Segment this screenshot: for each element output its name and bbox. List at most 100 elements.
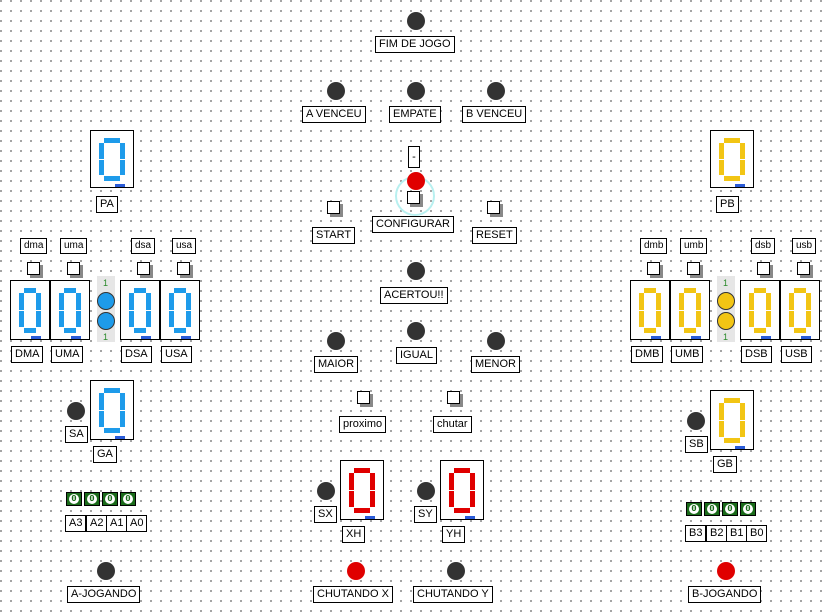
b-colon-top-value: 1 [723,278,729,288]
seg-d [684,328,696,333]
empate-lamp [407,82,425,100]
maior-label: MAIOR [314,356,359,373]
empate-label: EMPATE [389,106,441,123]
seg-f [59,293,64,310]
seg-d [24,328,36,333]
chutando-x-label: CHUTANDO X [313,586,393,603]
chutar-button[interactable] [447,391,463,407]
seg-a [754,288,766,293]
umb-input-tag: umb [680,238,708,254]
b3-bit[interactable]: 0 [686,502,702,516]
configurar-label: CONFIGURAR [372,216,454,233]
seg-f [129,293,134,310]
seg-b [370,473,375,490]
seg-d [644,328,656,333]
seg-a [454,468,470,473]
pa-display [90,130,134,188]
a2-bit-value: 0 [87,494,97,504]
a3-bit[interactable]: 0 [66,492,82,506]
seg-f [789,293,794,310]
sy-label: SY [414,506,437,523]
maior-lamp [327,332,345,350]
seg-f [19,293,24,310]
igual-lamp [407,322,425,340]
usb-button[interactable] [797,262,813,278]
ga-display [90,380,134,440]
seg-c [76,311,81,327]
reset-button[interactable] [487,201,503,217]
config-lamp [407,172,425,190]
seg-c [740,421,745,437]
dsb-button[interactable] [757,262,773,278]
configurar-button[interactable] [407,191,423,207]
seg-a [354,468,370,473]
seg-d [454,508,470,513]
display-pins [761,336,771,339]
b-venceu-lamp [487,82,505,100]
a1-label: A1 [106,515,128,532]
usa-label: USA [161,346,192,363]
chutando-x-lamp [347,562,365,580]
b3-label: B3 [685,525,707,542]
seg-d [174,328,186,333]
seg-e [719,160,724,175]
uma-button[interactable] [67,262,83,278]
b0-bit[interactable]: 0 [740,502,756,516]
b2-bit-value: 0 [707,504,717,514]
dsa-button[interactable] [137,262,153,278]
sx-lamp [317,482,335,500]
fim-de-jogo-lamp [407,12,425,30]
b-venceu-label: B VENCEU [462,106,527,123]
b-colon-bottom-dot [717,312,735,330]
a-bit-inputs[interactable]: 0 0 0 0 [66,492,136,506]
start-button[interactable] [327,201,343,217]
seg-b [120,393,125,410]
seg-b [146,293,151,310]
proximo-button[interactable] [357,391,373,407]
seg-a [794,288,806,293]
dma-display [10,280,50,340]
a0-bit[interactable]: 0 [120,492,136,506]
seg-d [724,176,740,181]
dmb-button[interactable] [647,262,663,278]
dma-label: DMA [11,346,44,363]
display-pins [691,336,701,339]
b-jogando-lamp [717,562,735,580]
seg-a [724,398,740,403]
dsa-input-tag: dsa [131,238,156,254]
uma-input-tag: uma [60,238,88,254]
seg-d [354,508,370,513]
umb-button[interactable] [687,262,703,278]
a-colon-top-dot [97,292,115,310]
a3-bit-value: 0 [69,494,79,504]
dmb-input-tag: dmb [640,238,668,254]
chutando-y-label: CHUTANDO Y [413,586,493,603]
b-jogando-label: B-JOGANDO [688,586,762,603]
umb-display [670,280,710,340]
a-colon-bottom-value: 1 [103,332,109,342]
usa-button[interactable] [177,262,193,278]
yh-label: YH [442,526,466,543]
b1-bit[interactable]: 0 [722,502,738,516]
display-pins [735,184,745,187]
seg-f [639,293,644,310]
pb-label: PB [716,196,739,213]
seg-d [724,438,740,443]
a2-bit[interactable]: 0 [84,492,100,506]
umb-label: UMB [671,346,704,363]
uma-display [50,280,90,340]
dma-button[interactable] [27,262,43,278]
usb-label: USB [781,346,812,363]
seg-c [656,311,661,327]
b0-label: B0 [746,525,768,542]
sb-label: SB [685,436,708,453]
chutar-label: chutar [433,416,472,433]
seg-a [104,388,120,393]
sx-label: SX [314,506,337,523]
b2-bit[interactable]: 0 [704,502,720,516]
uma-label: UMA [51,346,84,363]
seg-e [129,311,134,327]
b-bit-inputs[interactable]: 0 0 0 0 [686,502,756,516]
a1-bit[interactable]: 0 [102,492,118,506]
seg-f [719,143,724,159]
